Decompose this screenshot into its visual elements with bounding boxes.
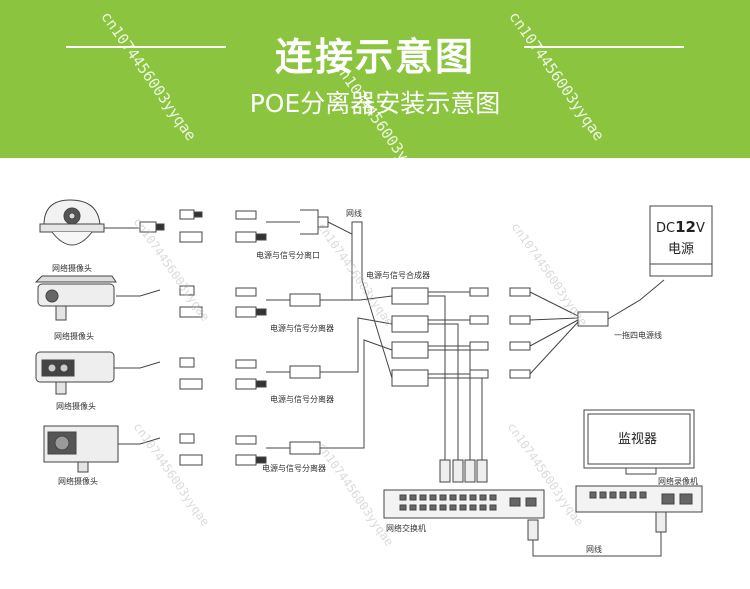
label-network-cable-bottom: 网线 [586, 545, 602, 554]
psu-dc: DC [656, 221, 676, 236]
page-title: 连接示意图 [274, 35, 475, 79]
network-switch-icon [383, 489, 545, 519]
network-cables [428, 295, 488, 483]
label-monitor: 监视器 [618, 432, 658, 447]
bullet-camera-icon-1 [34, 275, 117, 321]
splitter-row-4 [118, 433, 321, 466]
title-rule-left [66, 46, 226, 48]
nvr-icon [575, 485, 703, 513]
switch-nvr-cable [527, 511, 667, 557]
splitter-row-2 [116, 221, 353, 318]
power-leads [428, 279, 665, 379]
splitter-row-3 [114, 357, 321, 390]
psu-label: 电源 [668, 242, 695, 257]
label-camera-3: 网络摄像头 [56, 402, 96, 411]
psu-unit: V [695, 221, 705, 236]
label-combiner: 电源与信号合成器 [366, 271, 430, 280]
label-network-cable-top: 网线 [346, 209, 362, 218]
label-camera-2: 网络摄像头 [54, 332, 94, 341]
dome-camera-icon [39, 199, 105, 246]
combiner-blocks [320, 221, 429, 449]
splitter-row-1 [104, 209, 329, 243]
psu-voltage: DC12V [656, 218, 705, 236]
bullet-camera-icon-2 [35, 351, 115, 395]
psu-number: 12 [675, 218, 696, 236]
label-power-cable: 一拖四电源线 [614, 331, 662, 340]
power-supply-box [649, 205, 713, 277]
label-switch: 网络交换机 [386, 524, 426, 533]
label-splitter-4: 电源与信号分离器 [262, 464, 326, 473]
monitor-icon [583, 409, 695, 475]
label-camera-1: 网络摄像头 [52, 264, 92, 273]
label-splitter-3: 电源与信号分离器 [270, 395, 334, 404]
label-splitter-1: 电源与信号分离口 [256, 251, 320, 260]
header-banner [0, 0, 750, 158]
title-rule-right [524, 46, 684, 48]
label-splitter-2: 电源与信号分离器 [270, 324, 334, 333]
label-camera-4: 网络摄像头 [58, 477, 98, 486]
box-camera-icon [43, 425, 119, 473]
label-nvr: 网络录像机 [658, 477, 698, 486]
page-subtitle: POE分离器安装示意图 [249, 89, 501, 118]
